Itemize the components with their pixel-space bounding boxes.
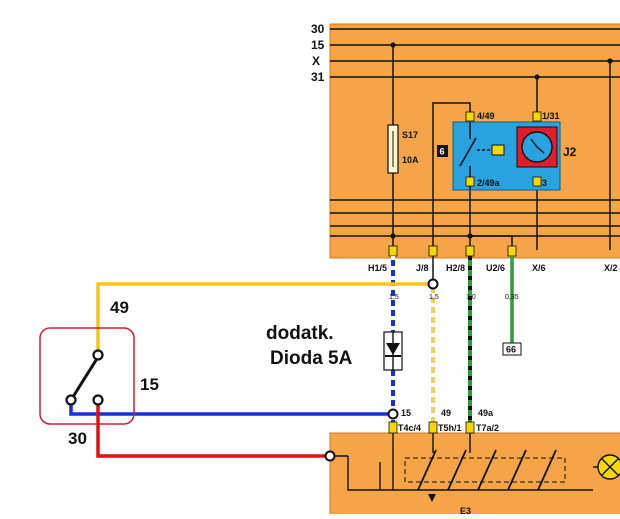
- fuse-rating: 10A: [402, 155, 419, 165]
- lamp-icon: [597, 454, 620, 480]
- diode-symbol: [386, 343, 400, 355]
- terminal-j8-junction: [427, 278, 439, 290]
- wire-yellow-49: [96, 282, 433, 352]
- connector-x-6: X/6: [532, 263, 546, 273]
- terminal-panel-junction: [324, 450, 336, 462]
- relay-number-badge: [437, 145, 448, 157]
- terminal-h1-5-junction: [387, 408, 399, 420]
- lamp-cross: [601, 458, 619, 476]
- relay-number: 6: [440, 147, 445, 157]
- bottom-component-label: E3: [460, 506, 471, 514]
- note-line-2: Dioda 5A: [270, 348, 353, 369]
- rail-label-31: 31: [311, 70, 325, 84]
- combination-switch: [404, 457, 566, 483]
- rail-label-30: 30: [311, 22, 325, 36]
- external-switch-pin-30: [92, 394, 104, 406]
- switch-pointer-icon: [428, 494, 436, 502]
- wire-size-j-8: 1,5: [429, 294, 439, 301]
- connector-x-2: X/2: [604, 263, 618, 273]
- wire-size-u2-6: 0,35: [505, 294, 519, 301]
- external-switch-box: [39, 327, 135, 425]
- top-bus-lines: [330, 28, 620, 78]
- wire-size-h2-8: 1,0: [466, 294, 476, 301]
- relay-pin-3: 3: [542, 178, 547, 188]
- connector-u2-6: U2/6: [486, 263, 505, 273]
- connector-h1-5: H1/5: [368, 263, 387, 273]
- terminal-49a: 49a: [478, 408, 494, 418]
- switch-contacts: [417, 449, 557, 491]
- rail-label-x: X: [312, 54, 320, 68]
- ground-ref-box: [502, 342, 522, 356]
- junction-dots: [390, 42, 613, 239]
- relay-pin-1-31: 1/31: [542, 111, 560, 121]
- connector-j-8: J/8: [416, 263, 429, 273]
- switch-label-30: 30: [68, 429, 87, 448]
- relay-pin-4-49: 4/49: [477, 111, 495, 121]
- external-switch-lever: [69, 356, 100, 401]
- connector-t7a-2: T7a/2: [476, 423, 499, 433]
- fuse-name: S17: [402, 130, 418, 140]
- terminal-15: 15: [401, 408, 411, 418]
- rail-label-15: 15: [311, 38, 325, 52]
- external-switch-pin-15: [65, 394, 77, 406]
- ground-ref-label: 66: [506, 345, 516, 355]
- relay-name: J2: [563, 145, 577, 159]
- connector-t5h-1: T5h/1: [438, 423, 462, 433]
- connector-t4c-4: T4c/4: [398, 423, 421, 433]
- lower-panel: [329, 432, 620, 519]
- relay-timer-arrow: [530, 138, 545, 154]
- wire-size-h1-5: 1,5: [389, 294, 399, 301]
- external-switch-pin-49: [92, 349, 104, 361]
- wire-blue-15: [69, 400, 393, 416]
- wire-red-30: [96, 400, 330, 458]
- switch-label-15: 15: [140, 375, 159, 394]
- relay-pin-2-49a: 2/49a: [477, 178, 501, 188]
- note-line-1: dodatk.: [266, 323, 334, 344]
- connector-h2-8: H2/8: [446, 263, 465, 273]
- switch-label-49: 49: [110, 298, 129, 317]
- terminal-49: 49: [441, 408, 451, 418]
- relay-pin-markers: [465, 111, 542, 187]
- relay-coil-box: [491, 144, 505, 156]
